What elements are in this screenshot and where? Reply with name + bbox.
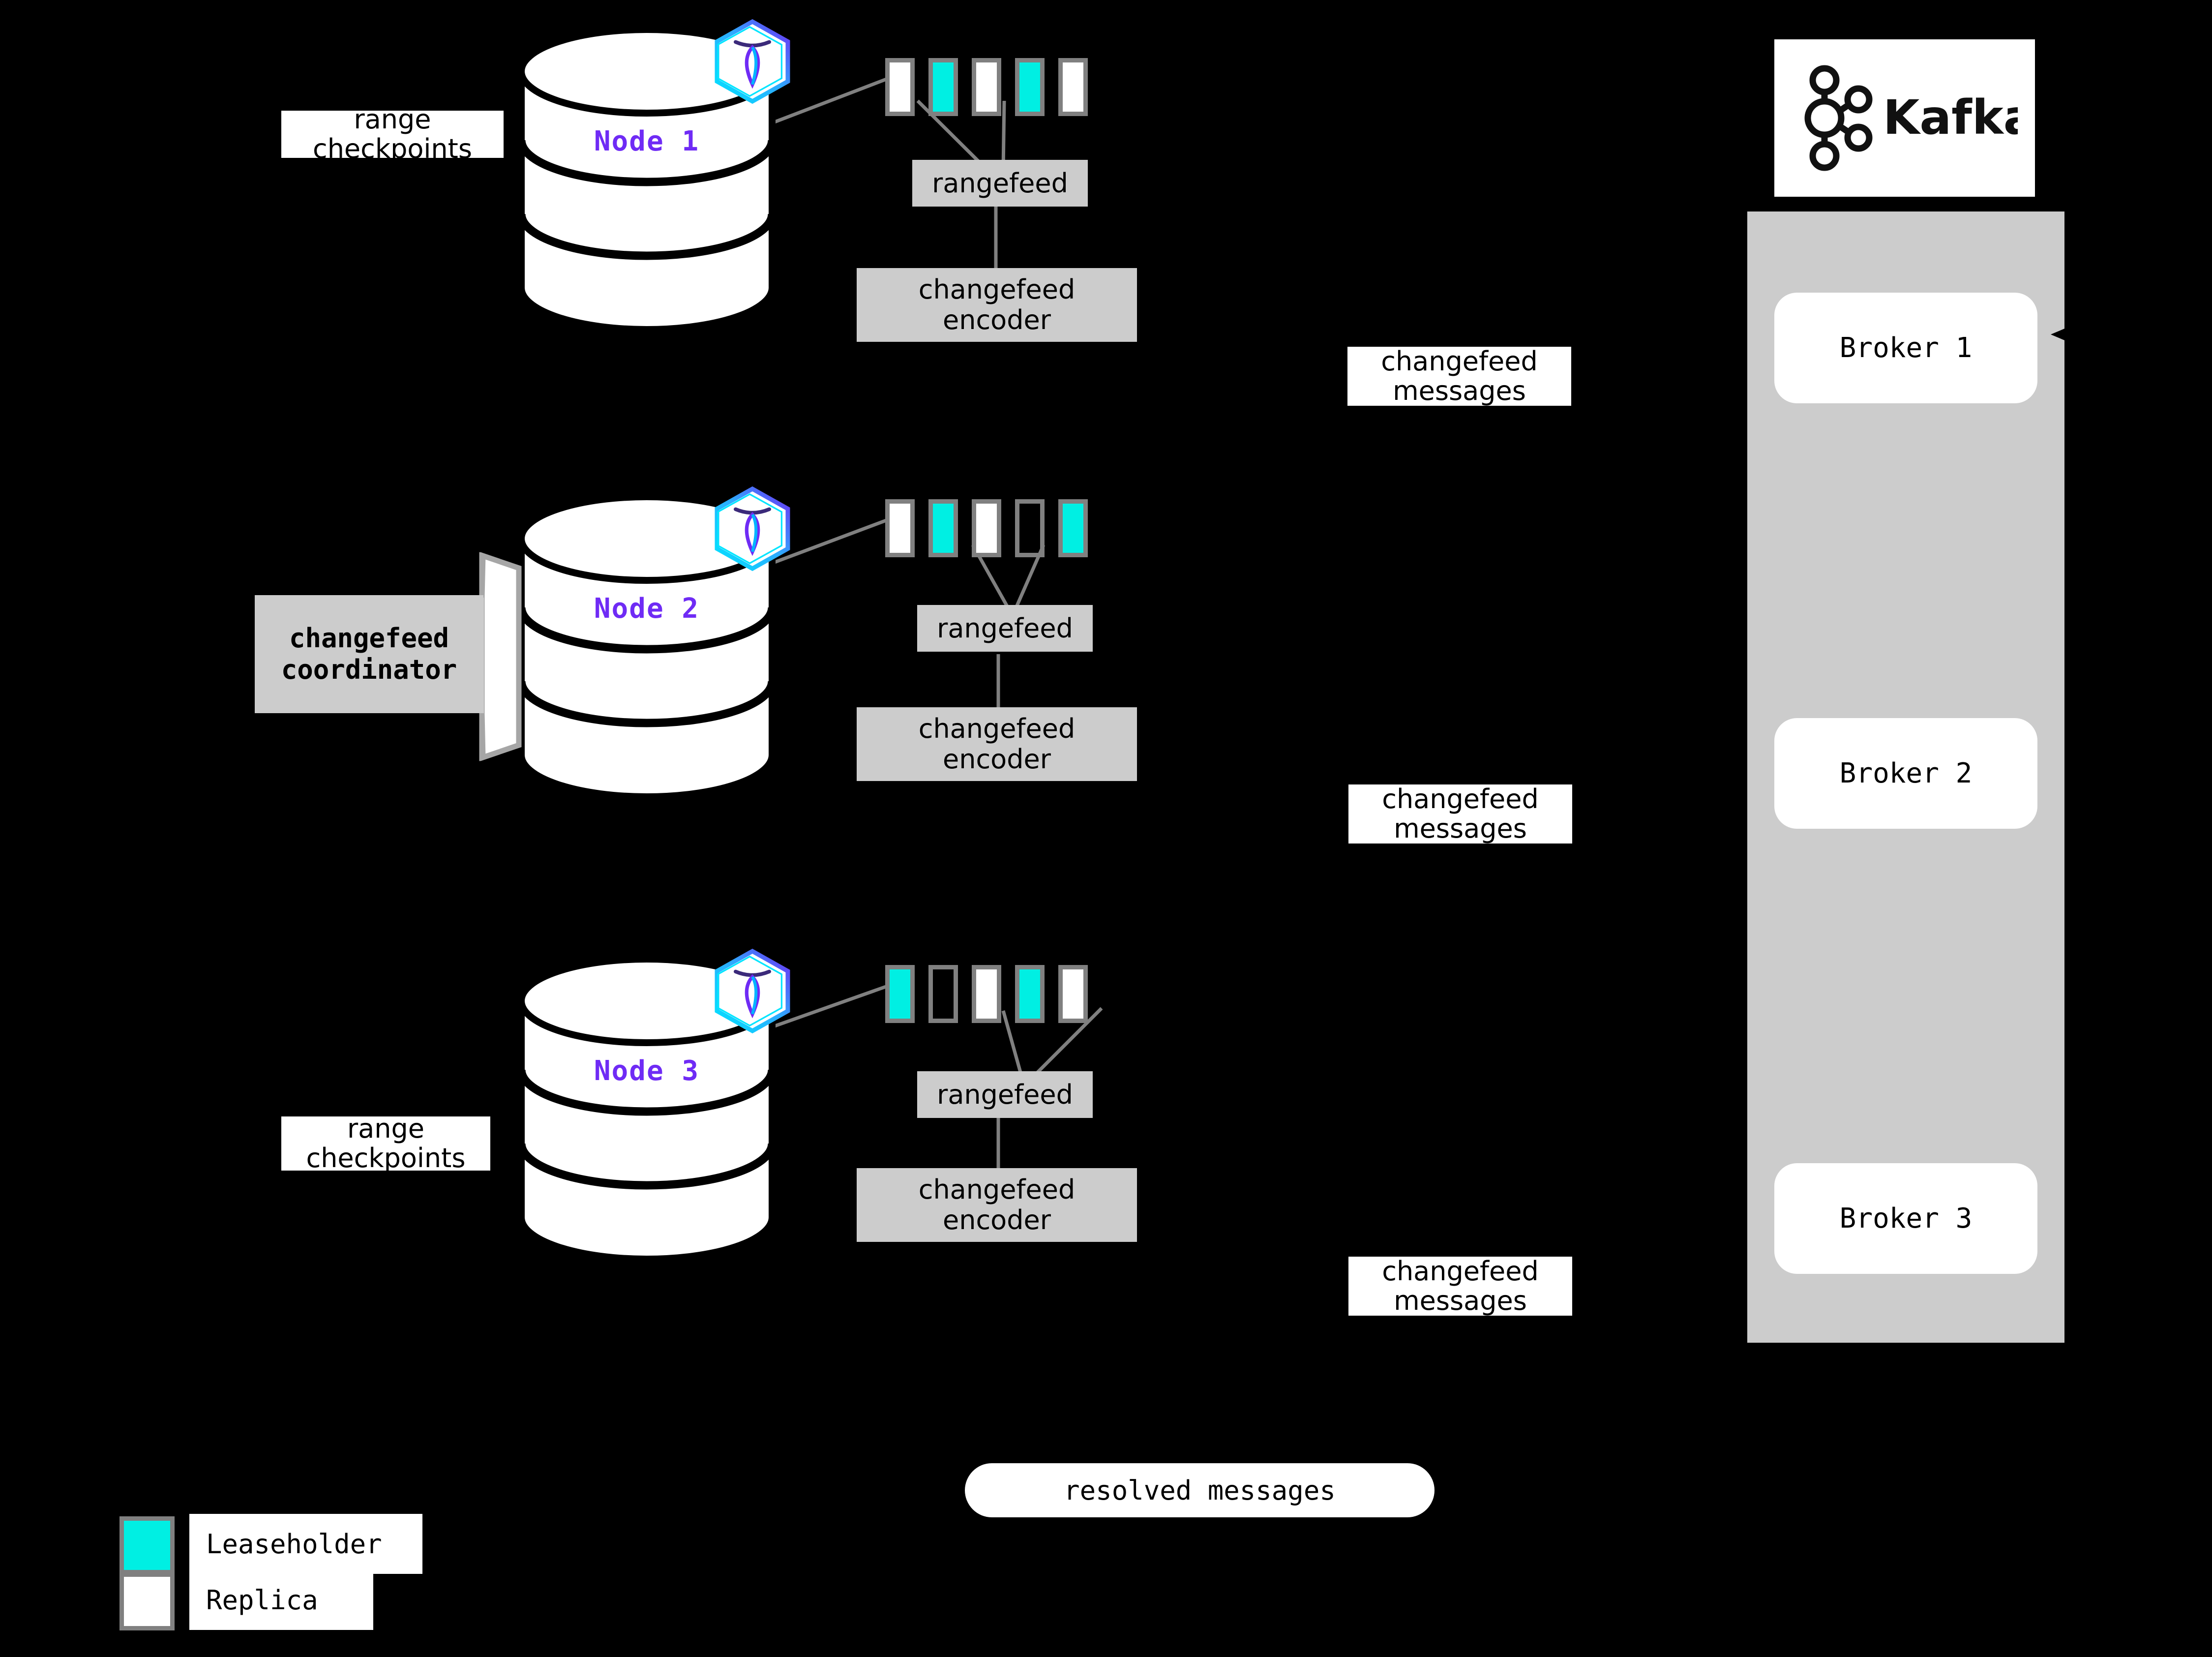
changefeed-messages-label-2: changefeed messages (1348, 784, 1572, 844)
encoder-line-1: changefeed (918, 713, 1076, 745)
changefeed-messages-line-1: changefeed (1382, 783, 1539, 814)
node-cylinder-2: Node 2 (516, 492, 777, 802)
legend-swatch-leaseholder (120, 1516, 175, 1574)
range-leaseholder[interactable] (1015, 58, 1045, 116)
range-row-node-3 (885, 965, 1102, 1023)
range-replica[interactable] (1058, 965, 1088, 1023)
changefeed-messages-line-2: messages (1393, 375, 1526, 406)
kafka-inbound-arrow-1 (2051, 327, 2069, 342)
range-row-node-2 (885, 499, 1102, 557)
range-leaseholder[interactable] (928, 499, 958, 557)
broker-3[interactable]: Broker 3 (1774, 1163, 2037, 1274)
range-leaseholder[interactable] (928, 58, 958, 116)
changefeed-coordinator-box[interactable]: changefeed coordinator (255, 595, 483, 713)
encoder-line-2: encoder (943, 744, 1051, 775)
kafka-logo: Kafka (1774, 39, 2035, 197)
rangefeed-box-node-2[interactable]: rangefeed (917, 605, 1093, 652)
range-empty[interactable] (928, 965, 958, 1023)
range-replica[interactable] (972, 499, 1001, 557)
changefeed-messages-label-1: changefeed messages (1347, 345, 1571, 406)
kafka-wordmark: Kafka (1883, 90, 2018, 145)
changefeed-messages-line-1: changefeed (1381, 345, 1538, 377)
range-leaseholder[interactable] (1015, 965, 1045, 1023)
range-checkpoints-line-1: range (347, 1113, 425, 1144)
range-checkpoints-line-1: range (354, 103, 431, 135)
range-checkpoints-label-node-3: range checkpoints (281, 1113, 490, 1174)
changefeed-messages-line-1: changefeed (1382, 1255, 1539, 1287)
node-cylinder-1: Node 1 (516, 25, 777, 334)
range-replica[interactable] (972, 58, 1001, 116)
range-replica[interactable] (885, 499, 915, 557)
resolved-messages-pill[interactable]: resolved messages (965, 1463, 1435, 1517)
cockroachdb-hexagon-icon (708, 484, 797, 575)
range-checkpoints-label-node-1: range checkpoints (281, 104, 504, 164)
encoder-line-2: encoder (943, 304, 1051, 335)
cockroachdb-hexagon-icon (708, 947, 797, 1037)
changefeed-encoder-box-node-1[interactable]: changefeed encoder (857, 268, 1137, 342)
range-replica[interactable] (972, 965, 1001, 1023)
legend-swatch-replica (120, 1572, 175, 1630)
kafka-node-graph-icon: Kafka (1804, 65, 2018, 171)
changefeed-encoder-box-node-3[interactable]: changefeed encoder (857, 1168, 1137, 1242)
broker-2[interactable]: Broker 2 (1774, 718, 2037, 829)
coordinator-line-1: changefeed (289, 623, 449, 654)
legend-label-leaseholder: Leaseholder (189, 1514, 422, 1574)
cockroachdb-hexagon-icon (708, 17, 797, 108)
changefeed-messages-line-2: messages (1394, 813, 1527, 844)
range-checkpoints-line-2: checkpoints (313, 133, 472, 164)
rangefeed-box-node-3[interactable]: rangefeed (917, 1071, 1093, 1118)
range-leaseholder[interactable] (885, 965, 915, 1023)
encoder-line-1: changefeed (918, 274, 1076, 305)
changefeed-messages-line-2: messages (1394, 1285, 1527, 1316)
encoder-line-2: encoder (943, 1205, 1051, 1235)
changefeed-coordinator-callout[interactable]: changefeed coordinator (246, 551, 541, 762)
range-replica[interactable] (885, 58, 915, 116)
coordinator-line-2: coordinator (281, 654, 457, 685)
rangefeed-box-node-1[interactable]: rangefeed (912, 160, 1088, 207)
range-replica[interactable] (1058, 58, 1088, 116)
broker-1[interactable]: Broker 1 (1774, 293, 2037, 403)
range-empty[interactable] (1015, 499, 1045, 557)
changefeed-messages-label-3: changefeed messages (1348, 1255, 1572, 1316)
range-leaseholder[interactable] (1058, 499, 1088, 557)
changefeed-encoder-box-node-2[interactable]: changefeed encoder (857, 707, 1137, 781)
encoder-line-1: changefeed (918, 1174, 1076, 1205)
legend-label-replica: Replica (189, 1570, 373, 1630)
range-row-node-1 (885, 58, 1102, 116)
range-checkpoints-line-2: checkpoints (306, 1143, 466, 1174)
